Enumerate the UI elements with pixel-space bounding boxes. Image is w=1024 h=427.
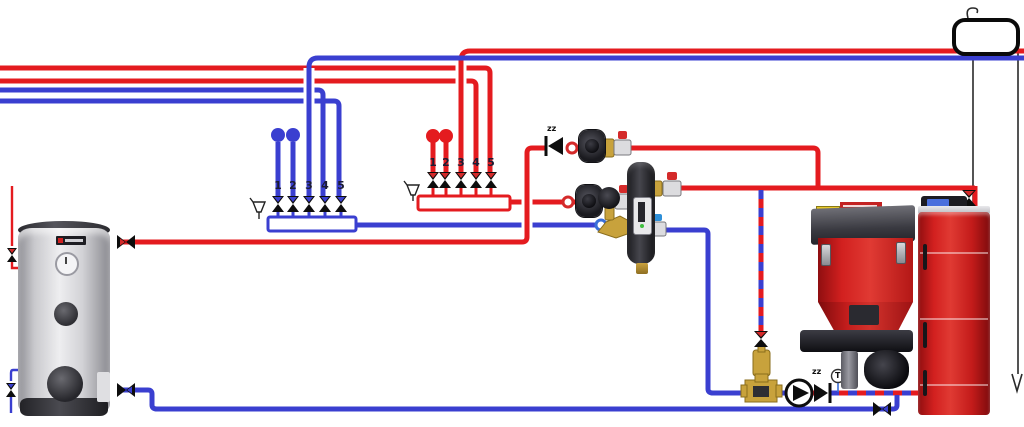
flange-red-1 bbox=[565, 141, 579, 155]
blue-port-stems bbox=[275, 142, 296, 198]
blue-port2-cap bbox=[286, 128, 300, 142]
blue-port-label-5: 5 bbox=[337, 179, 345, 192]
solid-fuel-boiler bbox=[918, 212, 990, 415]
feeder-motor bbox=[864, 350, 909, 389]
pipe-red-top-1 bbox=[0, 65, 493, 174]
check-valve-boiler bbox=[814, 383, 832, 403]
pipe-separator-return bbox=[666, 227, 750, 396]
dhw-tank-flange-large bbox=[47, 366, 83, 402]
red-port-label-3: 3 bbox=[457, 156, 465, 169]
boiler-display bbox=[927, 199, 949, 208]
circulation-pump-dhw bbox=[579, 130, 605, 162]
blue-port-label-1: 1 bbox=[274, 179, 282, 192]
blue-port1-cap bbox=[271, 128, 285, 142]
bypass-valve bbox=[754, 331, 768, 347]
check-valve-boiler-label: zz bbox=[812, 367, 822, 376]
red-valve-stems bbox=[431, 188, 493, 198]
flange-red-2 bbox=[561, 195, 575, 209]
pipe-blue-port3-riser bbox=[306, 55, 1024, 198]
temp-sensor-label: T bbox=[835, 371, 841, 380]
red-port-stems bbox=[430, 142, 449, 174]
blue-port-label-3: 3 bbox=[305, 179, 313, 192]
red-port-label-4: 4 bbox=[472, 156, 480, 169]
dhw-tank-base bbox=[20, 398, 108, 416]
boiler-door-handle-mid bbox=[923, 322, 927, 348]
boiler-door-handle-bottom bbox=[923, 370, 927, 396]
feeder-tube bbox=[841, 351, 858, 389]
domestic-line-valves bbox=[6, 248, 17, 397]
separator-drain bbox=[636, 263, 648, 274]
pipe-blue-top-1 bbox=[0, 87, 326, 198]
safety-outlet-arrow-icon bbox=[1011, 373, 1023, 394]
blue-manifold-valves bbox=[272, 196, 347, 212]
red-manifold-bar bbox=[416, 194, 512, 212]
boiler-return-pump bbox=[784, 378, 814, 408]
expansion-tank bbox=[952, 18, 1020, 56]
blue-port-label-4: 4 bbox=[321, 179, 329, 192]
feeder-assembly bbox=[800, 330, 913, 352]
three-way-valve-center bbox=[753, 386, 769, 397]
blue-manifold-bar bbox=[266, 215, 358, 233]
red-port-label-2: 2 bbox=[442, 156, 450, 169]
blue-port-label-2: 2 bbox=[289, 179, 297, 192]
pipe-domestic-cold bbox=[9, 368, 24, 413]
safety-pipe bbox=[1012, 29, 1019, 374]
red-port1-cap bbox=[426, 129, 440, 143]
hopper-latch-left bbox=[821, 244, 831, 266]
pipe-red-top-2 bbox=[0, 78, 479, 174]
pipe-dhw-pump-line bbox=[629, 145, 821, 186]
hopper-latch-right bbox=[896, 242, 906, 264]
pipe-red-port3-riser bbox=[458, 48, 1024, 176]
boiler-door-handle-top bbox=[923, 244, 927, 270]
dhw-tank-flange-small bbox=[54, 302, 78, 326]
red-port-label-5: 5 bbox=[487, 156, 495, 169]
mixing-valve bbox=[598, 187, 620, 209]
drain-funnel-icons bbox=[249, 180, 421, 219]
red-port2-cap bbox=[439, 129, 453, 143]
pipe-dhw-loop bbox=[117, 145, 547, 245]
pipe-tank-return bbox=[117, 387, 900, 412]
red-manifold-valves bbox=[427, 172, 497, 188]
brass-fittings bbox=[597, 138, 783, 403]
circulation-pump-heating bbox=[576, 185, 602, 217]
dhw-tank-sticker bbox=[97, 372, 110, 402]
red-port-label-1: 1 bbox=[429, 156, 437, 169]
check-valve-dhw bbox=[544, 136, 563, 156]
thermometer-gauge-icon bbox=[55, 252, 79, 276]
pipe-blue-top-2 bbox=[0, 98, 342, 198]
dhw-tank-brand-badge bbox=[56, 236, 86, 245]
hopper-cone-hatch bbox=[849, 305, 879, 325]
check-valve-dhw-label: zz bbox=[547, 124, 557, 133]
separator-gauge bbox=[633, 197, 652, 235]
tank-hook-icon bbox=[966, 7, 979, 19]
boiler-top-trim bbox=[918, 206, 990, 214]
tank-valves bbox=[117, 235, 891, 416]
